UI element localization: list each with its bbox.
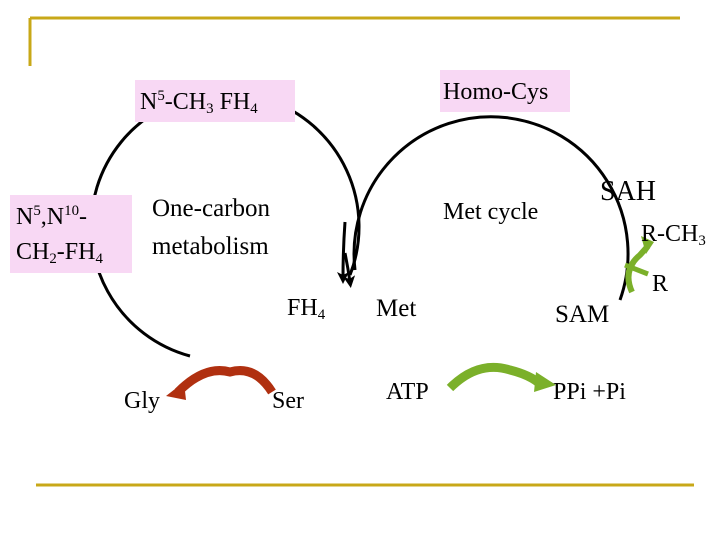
r-label: R bbox=[652, 271, 669, 297]
n5-ch3-fh4-label: N5-CH3 FH4 bbox=[140, 88, 258, 118]
gly-label: Gly bbox=[124, 388, 160, 414]
sah-label: SAH bbox=[600, 176, 657, 207]
one-carbon-label-line1: One-carbon bbox=[152, 195, 270, 222]
ser-label: Ser bbox=[272, 388, 304, 414]
methyl-transfer-arrowhead bbox=[641, 236, 654, 254]
one-carbon-cycle-arrow bbox=[343, 252, 356, 288]
n5n10-label-line2: CH2-FH4 bbox=[16, 239, 103, 268]
homo-cys-label: Homo-Cys bbox=[443, 79, 549, 105]
met-label: Met bbox=[376, 295, 417, 322]
homo-cys-box bbox=[440, 70, 570, 112]
met-cycle-label: Met cycle bbox=[443, 199, 539, 225]
sam-label: SAM bbox=[555, 301, 610, 328]
n5-ch3-fh4-box bbox=[135, 80, 295, 122]
atp-label: ATP bbox=[386, 379, 429, 405]
n5n10-ch2-fh4-box bbox=[10, 195, 132, 273]
fh4-label: FH4 bbox=[287, 295, 326, 324]
ppi-arrowhead bbox=[534, 372, 556, 392]
gly-arrowhead bbox=[166, 382, 186, 400]
one-carbon-label-line2: metabolism bbox=[152, 233, 269, 260]
r-ch3-label: R-CH3 bbox=[641, 221, 706, 250]
r-release-arrow bbox=[624, 262, 649, 277]
n5n10-label-line1: N5,N10- bbox=[16, 203, 87, 230]
met-cycle-circle bbox=[352, 115, 630, 301]
atp-ppi-arrow bbox=[446, 362, 544, 392]
gly-ser-arrow bbox=[174, 366, 276, 396]
ppi-pi-label: PPi +Pi bbox=[553, 379, 626, 405]
met-cycle-arrow bbox=[337, 221, 350, 284]
